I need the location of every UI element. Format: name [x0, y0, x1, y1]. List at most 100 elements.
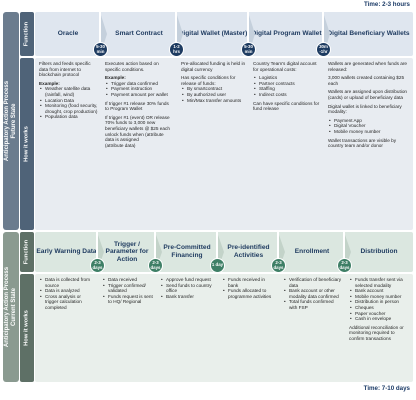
description-text: Country Team's digital account for opera… — [253, 61, 317, 72]
list-item: Data received — [102, 277, 153, 283]
bullet-list: By smartcontractBy authorized userMin/Ma… — [181, 86, 246, 103]
list-item: Distribution in person — [349, 299, 410, 305]
list-item: Digital Voucher — [328, 123, 410, 129]
current-header-0: Early Warning Data — [36, 248, 97, 256]
list-item: Send funds to country office — [160, 283, 215, 294]
list-item: Verification of beneficiary data — [283, 277, 342, 288]
current-header-2: Pre-Committed Financing — [163, 244, 211, 259]
current-column-0: Data is collected from sourceData is ana… — [35, 274, 98, 382]
list-item: Trigger confirmed/ validated — [102, 283, 153, 294]
current-header-1: Trigger / Parameter for Action — [105, 240, 149, 263]
future-header-4: Digital Beneficiary Wallets — [327, 30, 410, 38]
current-function-row: Early Warning Data Trigger / Parameter fo… — [35, 232, 413, 272]
future-column-4: Wallets are generated when funds are rel… — [324, 58, 413, 230]
bullet-list: Payment AppDigital VoucherMobile money n… — [328, 118, 410, 135]
current-column-1: Data receivedTrigger confirmed/ validate… — [98, 274, 156, 382]
list-item: Data is collected from source — [39, 277, 95, 288]
current-column-3: Funds received in bankFunds allocated to… — [218, 274, 279, 382]
description-text: Filters and feeds specific data from int… — [39, 61, 91, 78]
description-text: Digital wallet is linked to beneficiary … — [328, 103, 402, 115]
future-how-row: Filters and feeds specific data from int… — [35, 58, 413, 230]
future-header-2: Digital Wallet (Master) — [178, 30, 248, 38]
future-state-title: Future State — [11, 103, 17, 139]
column-divider — [154, 232, 156, 272]
bullet-list: Trigger data confirmedPayment instructio… — [105, 81, 174, 98]
description-text: If trigger #1 (event) OR release 70% fun… — [105, 114, 170, 143]
description-text: Wallets are generated when funds are rel… — [328, 61, 408, 72]
list-item: Cash in envelope — [349, 316, 410, 322]
bullet-list: Weather satellite data (rainfall, wind)L… — [39, 86, 98, 120]
current-header-4: Enrollment — [294, 248, 330, 256]
column-divider — [175, 12, 177, 56]
current-column-2: Approve fund requestSend funds to countr… — [156, 274, 218, 382]
list-item: Payment instruction — [105, 86, 174, 92]
current-duration-badge: 1 day — [210, 258, 225, 273]
list-item: Population data — [39, 114, 98, 120]
description-text: If trigger #1 release 30% funds to Progr… — [105, 100, 169, 112]
current-duration-badge: 2-3 days — [90, 258, 105, 273]
description-text: Wallet transactions are visible by count… — [328, 137, 397, 149]
bullet-list: Approve fund requestSend funds to countr… — [160, 277, 215, 299]
list-item: Bank transfer — [160, 294, 215, 300]
total-time-current: Time: 7-10 days — [363, 385, 410, 392]
description-text: (attribute data) — [105, 142, 136, 148]
list-item: Location Data — [39, 98, 98, 104]
list-item: Partner contracts — [253, 81, 321, 87]
list-item: Mobile money number — [349, 294, 410, 300]
bullet-list: Funds received in bankFunds allocated to… — [222, 277, 276, 299]
current-duration-badge: 2-3 days — [337, 258, 352, 273]
future-column-3: Country Team's digital account for opera… — [249, 58, 324, 230]
list-item: Payment App — [328, 118, 410, 124]
future-function-row-label: Function — [20, 12, 34, 56]
example-heading: Example: — [105, 75, 126, 81]
list-item: Trigger data confirmed — [105, 81, 174, 87]
list-item: Staffing — [253, 86, 321, 92]
column-divider — [277, 232, 279, 272]
future-duration-badge: 30m -1hr — [316, 42, 331, 57]
list-item: Paper voucher — [349, 311, 410, 317]
future-header-1: Smart Contract — [115, 30, 163, 38]
current-state-side-label: Anticipatory Action Process Current Stat… — [3, 232, 19, 382]
future-duration-badge: 5-30 min — [241, 42, 256, 57]
future-process-title: Anticipatory Action Process — [4, 80, 10, 162]
list-item: Funds received in bank — [222, 277, 276, 288]
description-text: 3,000 wallets created containing $25 eac… — [328, 75, 405, 86]
process-arrow — [155, 232, 162, 272]
future-how-row-label: How it works — [20, 58, 34, 230]
current-state-title: Current State — [11, 287, 17, 327]
process-arrow — [344, 232, 351, 272]
bullet-list: Data receivedTrigger confirmed/ validate… — [102, 277, 153, 305]
description-text: Has specific conditions for release of f… — [181, 75, 236, 86]
process-arrow — [217, 232, 224, 272]
list-item: Indirect costs — [253, 92, 321, 98]
future-column-1: Executes action based on specific condit… — [101, 58, 177, 230]
list-item: Funds allocated to programme activities — [222, 288, 276, 299]
future-duration-badge: 5-30 min — [93, 42, 108, 57]
description-text: Can have specific conditions for fund re… — [253, 100, 320, 112]
future-header-0: Oracle — [57, 30, 79, 38]
list-item: Payment amount per wallet — [105, 92, 174, 98]
future-column-2: Pre-allocated funding is held in digital… — [177, 58, 249, 230]
description-text: Wallets are assigned upon distribution (… — [328, 89, 408, 100]
list-item: Total funds confirmed with FSP — [283, 299, 342, 310]
list-item: Min/Max transfer amounts — [181, 98, 246, 104]
bullet-list: LogisticsPartner contractsStaffingIndire… — [253, 75, 321, 97]
current-header-5: Distribution — [360, 248, 398, 256]
bullet-list: Data is collected from sourceData is ana… — [39, 277, 95, 311]
list-item: Mobile money number — [328, 129, 410, 135]
list-item: Logistics — [253, 75, 321, 81]
list-item: Weather satellite data (rainfall, wind) — [39, 86, 98, 97]
current-process-title: Anticipatory Action Process — [4, 266, 10, 348]
description-text: Additional reconciliation or monitoring … — [349, 324, 404, 341]
current-column-5: Funds transfer sent via selected modalit… — [345, 274, 413, 382]
list-item: By smartcontract — [181, 86, 246, 92]
process-arrow — [97, 232, 104, 272]
column-divider — [96, 232, 98, 272]
description-text: Executes action based on specific condit… — [105, 61, 159, 72]
list-item: Cross analysis or trigger calculation co… — [39, 294, 95, 311]
list-item: Funds transfer sent via selected modalit… — [349, 277, 410, 288]
example-heading: Example: — [39, 80, 60, 86]
column-divider — [343, 232, 345, 272]
column-divider — [99, 12, 101, 56]
future-state-section: Anticipatory Action Process Future State… — [3, 12, 413, 230]
